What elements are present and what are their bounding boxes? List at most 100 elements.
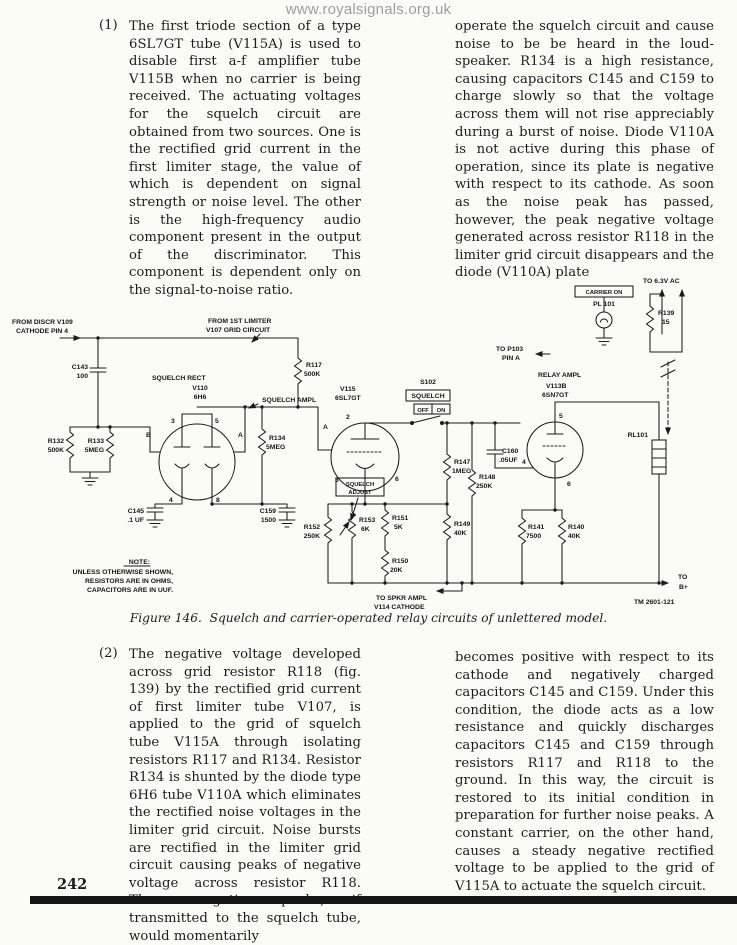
schematic-labels: TO 6.3V AC CARRIER ON PL 101 R139 15 TO … bbox=[12, 278, 688, 611]
tube-v113b bbox=[526, 421, 584, 479]
label-to-spkr-line1: TO SPKR AMPL bbox=[376, 595, 427, 602]
label-to-6-3v-ac: TO 6.3V AC bbox=[643, 278, 680, 285]
pin-label-v115-6: 6 bbox=[395, 476, 399, 483]
label-r152: R152 bbox=[304, 524, 320, 531]
label-v113b: V113B bbox=[546, 383, 566, 390]
label-r132-value: 500K bbox=[48, 447, 64, 454]
label-s102: S102 bbox=[420, 379, 436, 386]
label-c145: C145 bbox=[128, 508, 144, 515]
squelch-adjust-box bbox=[335, 477, 385, 497]
label-r151: R151 bbox=[392, 515, 408, 522]
label-r148: R148 bbox=[479, 474, 495, 481]
pin-label-v110-8: 8 bbox=[216, 497, 220, 504]
label-from-discr-line2: CATHODE PIN 4 bbox=[16, 328, 68, 335]
label-r149-value: 40K bbox=[454, 530, 467, 537]
label-r132: R132 bbox=[48, 438, 64, 445]
switch-s102 bbox=[405, 389, 451, 415]
label-rl101: RL101 bbox=[628, 432, 649, 439]
pin-label-v115-a: A bbox=[323, 424, 328, 431]
label-v110: V110 bbox=[192, 385, 208, 392]
label-to-spkr-line2: V114 CATHODE bbox=[374, 604, 425, 611]
carrier-on-lamp bbox=[574, 285, 634, 329]
label-squelch-ampl: SQUELCH AMPL bbox=[262, 397, 316, 404]
figure-caption-text: Squelch and carrier-operated relay circu… bbox=[209, 611, 608, 625]
label-r150: R150 bbox=[392, 558, 408, 565]
label-to: TO bbox=[678, 574, 687, 581]
label-r140: R140 bbox=[568, 524, 584, 531]
label-c143-value: 100 bbox=[77, 373, 89, 380]
label-note-line2: RESISTORS ARE IN OHMS, bbox=[85, 578, 173, 585]
label-r140-value: 40K bbox=[568, 533, 581, 540]
label-c160-value: .05UF bbox=[499, 457, 518, 464]
tube-v110 bbox=[158, 423, 236, 501]
label-r153: R153 bbox=[359, 517, 375, 524]
label-squelch-adjust-line2: ADJUST bbox=[348, 490, 372, 496]
label-r153-value: 6K bbox=[361, 526, 370, 533]
label-squelch-switch: SQUELCH bbox=[411, 393, 444, 400]
figure-caption-label: Figure 146. bbox=[129, 611, 202, 625]
figure-146-schematic: TO 6.3V AC CARRIER ON PL 101 R139 15 TO … bbox=[12, 278, 688, 611]
label-v113b-type: 6SN7GT bbox=[542, 392, 569, 399]
label-r147: R147 bbox=[454, 459, 470, 466]
label-c145-value: .1 UF bbox=[127, 517, 144, 524]
paragraph-2-right-column: becomes positive with respect to its cat… bbox=[455, 650, 714, 894]
label-r139-value: 15 bbox=[662, 319, 670, 326]
label-r150-value: 20K bbox=[390, 567, 403, 574]
label-note-line1: UNLESS OTHERWISE SHOWN, bbox=[73, 569, 173, 576]
label-v110-type: 6H6 bbox=[194, 394, 207, 401]
label-r139: R139 bbox=[658, 310, 674, 317]
label-from-discr-line1: FROM DISCR V109 bbox=[12, 319, 73, 326]
label-r134-value: 5MEG bbox=[266, 444, 285, 451]
label-r117: R117 bbox=[306, 362, 322, 369]
bottom-rule bbox=[30, 896, 737, 904]
label-r134: R134 bbox=[269, 435, 285, 442]
label-on: ON bbox=[437, 408, 446, 414]
label-squelch-adjust-line1: SQUELCH bbox=[346, 482, 374, 488]
pin-label-v110-5: 5 bbox=[215, 418, 219, 425]
label-c160: C160 bbox=[502, 448, 518, 455]
pin-label-v113b-5: 5 bbox=[559, 413, 563, 420]
label-r149: R149 bbox=[454, 521, 470, 528]
label-r117-value: 500K bbox=[304, 371, 320, 378]
paragraph-1-right-column: operate the squelch circuit and cause no… bbox=[455, 19, 714, 281]
label-c159: C159 bbox=[260, 508, 276, 515]
label-pl101: PL 101 bbox=[593, 301, 615, 308]
pin-label-v115-2: 2 bbox=[346, 414, 350, 421]
relay-rl101 bbox=[651, 439, 667, 475]
label-carrier-on: CARRIER ON bbox=[586, 290, 623, 296]
label-b-plus: B+ bbox=[679, 584, 688, 591]
label-c143: C143 bbox=[72, 364, 88, 371]
label-p103-pin-a: PIN A bbox=[502, 355, 520, 362]
label-to-p103: TO P103 bbox=[496, 346, 523, 353]
watermark: www.royalsignals.org.uk bbox=[285, 1, 452, 18]
label-r141: R141 bbox=[528, 524, 544, 531]
label-r151-value: 5K bbox=[394, 524, 403, 531]
label-off: OFF bbox=[417, 408, 429, 414]
pin-label-v110-a: A bbox=[238, 432, 243, 439]
pin-label-v115-3: 3 bbox=[335, 477, 339, 484]
pin-label-v110-4: 4 bbox=[169, 497, 173, 504]
pin-label-v110-b: B bbox=[146, 432, 151, 439]
tube-v115 bbox=[330, 422, 400, 492]
label-from-limiter-line2: V107 GRID CIRCUIT bbox=[206, 327, 271, 334]
label-r148-value: 250K bbox=[476, 483, 492, 490]
wires bbox=[59, 289, 685, 594]
label-r133: R133 bbox=[88, 438, 104, 445]
label-r152-value: 250K bbox=[304, 533, 320, 540]
pin-label-v113b-6: 6 bbox=[567, 481, 571, 488]
page-number: 242 bbox=[57, 876, 88, 893]
pin-label-v113b-4: 4 bbox=[522, 459, 526, 466]
label-squelch-rect: SQUELCH RECT bbox=[152, 375, 206, 382]
junction-dots bbox=[96, 336, 661, 585]
paragraph-1-left-column: The first triode section of a type 6SL7G… bbox=[129, 19, 361, 298]
label-r141-value: 7500 bbox=[526, 533, 541, 540]
label-v115-type: 6SL7GT bbox=[335, 395, 362, 402]
resistors bbox=[65, 303, 655, 580]
label-note-title: NOTE: bbox=[129, 559, 150, 566]
label-relay-ampl: RELAY AMPL bbox=[538, 372, 581, 379]
paragraph-1-number: (1) bbox=[99, 18, 118, 33]
label-note-line3: CAPACITORS ARE IN UUF. bbox=[87, 587, 173, 594]
figure-caption: Figure 146. Squelch and carrier-operated… bbox=[0, 611, 737, 625]
label-from-limiter-line1: FROM 1ST LIMITER bbox=[208, 318, 272, 325]
